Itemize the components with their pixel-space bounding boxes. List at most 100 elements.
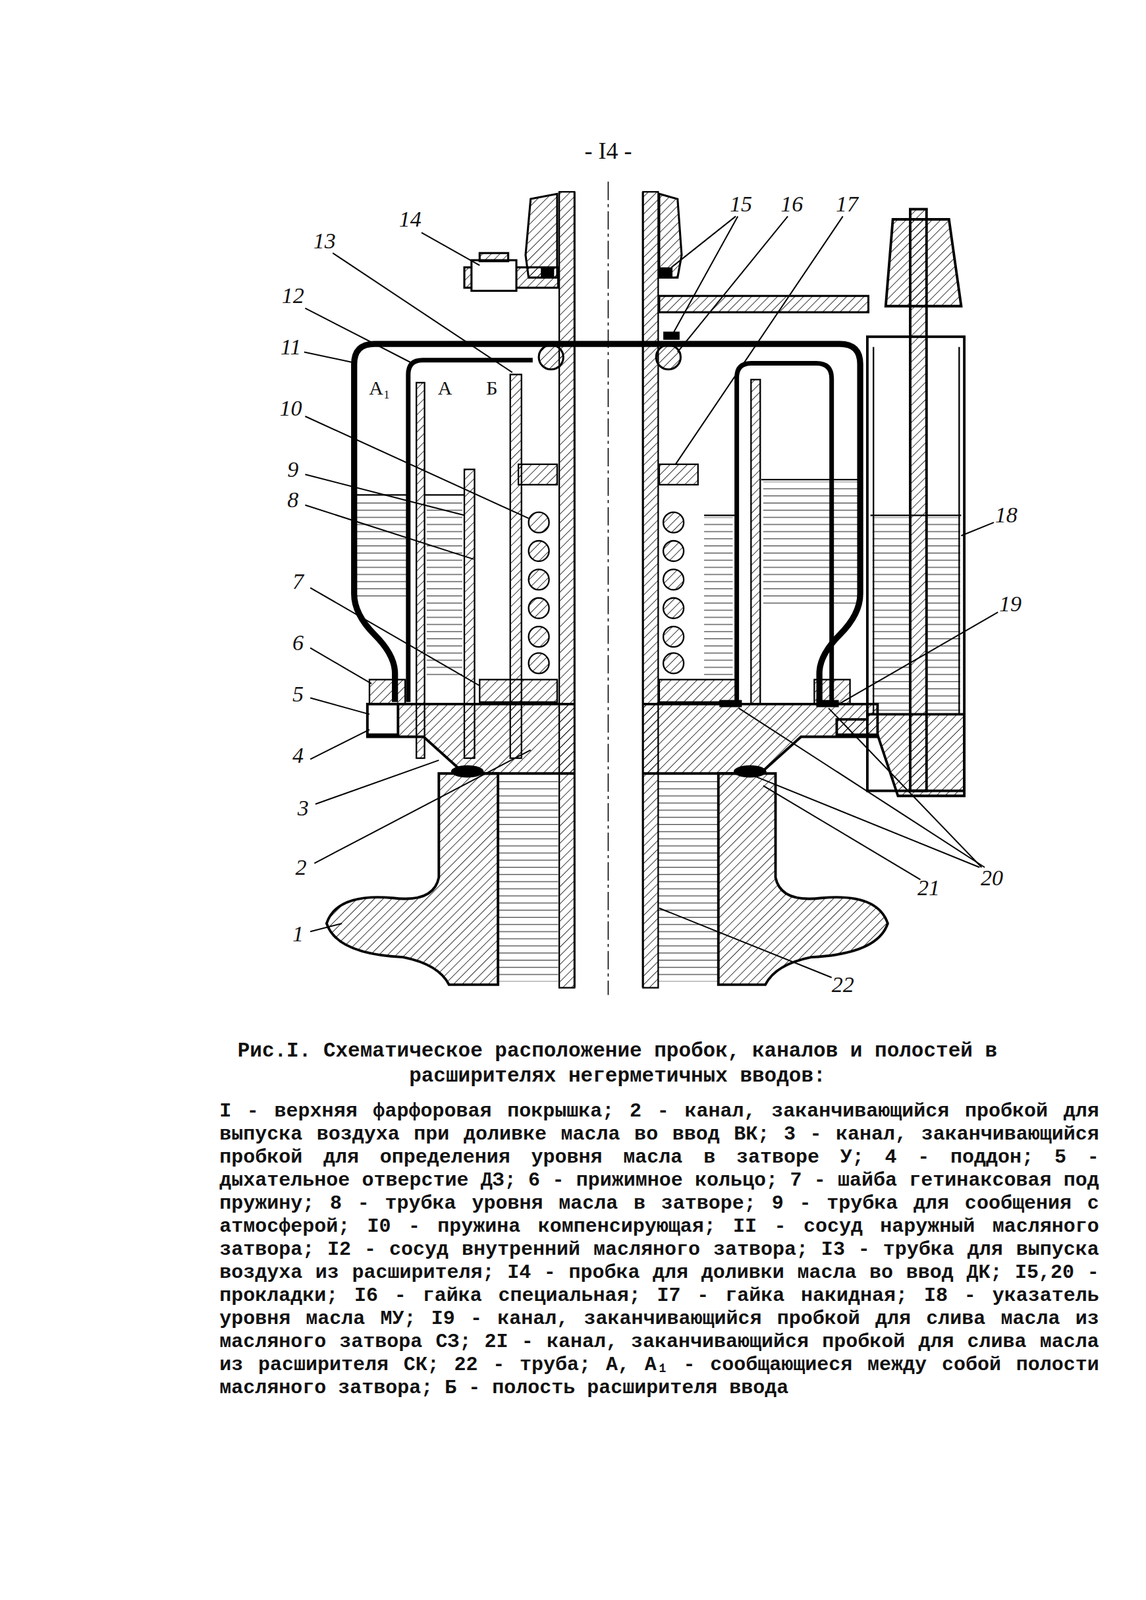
callout-number: 14	[399, 208, 422, 231]
callout-number: 11	[280, 335, 301, 359]
spring	[528, 540, 550, 562]
spring	[659, 464, 699, 485]
spring	[518, 464, 558, 485]
central-tube	[642, 191, 645, 988]
callout-number: 17	[835, 192, 859, 216]
leader-lines	[752, 775, 980, 867]
spring	[528, 626, 550, 647]
spring	[663, 540, 684, 562]
callout-number: 13	[313, 229, 336, 253]
oil	[356, 496, 407, 599]
cavity-letter: А	[437, 378, 453, 398]
nut	[525, 193, 558, 278]
tubes	[416, 382, 425, 759]
callout-number: 9	[287, 458, 299, 481]
tubes	[416, 374, 761, 759]
leader-lines	[310, 698, 370, 715]
tray	[367, 704, 398, 735]
oil-gauge	[910, 209, 927, 792]
callout-number: 10	[279, 397, 303, 420]
porcelain-cover	[718, 773, 888, 985]
gaskets	[451, 765, 485, 778]
oil	[763, 481, 861, 604]
tubes	[750, 379, 761, 705]
leader-lines	[675, 216, 844, 464]
central-tube	[559, 191, 575, 988]
porcelain-cover	[326, 773, 498, 985]
leader-lines	[421, 232, 480, 266]
spring	[663, 626, 684, 647]
central-tube	[642, 191, 658, 988]
leader-lines	[310, 648, 372, 684]
nut	[538, 345, 564, 370]
leader-lines	[304, 351, 353, 362]
central-tube	[559, 181, 658, 996]
callout-number: 21	[917, 876, 940, 900]
spring	[663, 512, 684, 533]
spring	[663, 569, 684, 590]
spring	[663, 598, 684, 619]
spring	[479, 679, 558, 703]
callout-number: 8	[287, 488, 299, 512]
oil	[657, 777, 718, 982]
outer-vessel	[354, 343, 861, 703]
spring	[369, 679, 406, 705]
leader-lines	[315, 760, 439, 805]
oil-level	[704, 514, 735, 516]
spring	[528, 652, 550, 674]
nut	[655, 345, 681, 370]
leader-lines	[304, 416, 529, 519]
callout-number: 3	[297, 796, 309, 820]
oil-gauge	[872, 347, 874, 715]
callout-number: 12	[281, 284, 305, 307]
spring	[369, 464, 851, 705]
page-number: - I4 -	[584, 138, 632, 163]
gaskets	[733, 765, 767, 778]
figure-caption: Рис.I. Схематическое расположение пробок…	[209, 1038, 1027, 1089]
central-tube	[607, 181, 610, 996]
callout-number: 20	[980, 866, 1004, 890]
spring	[659, 679, 737, 703]
spring	[528, 512, 550, 533]
legend-text: I - верхняя фарфоровая покрышка; 2 - кан…	[219, 1099, 1100, 1400]
callout-number: 5	[292, 682, 304, 706]
callout-number: 6	[292, 631, 304, 655]
leader-lines	[659, 908, 832, 978]
callout-number: 22	[831, 973, 855, 996]
nut	[659, 295, 869, 313]
leader-lines	[738, 708, 985, 868]
cavity-letter: А₁	[368, 378, 390, 398]
central-tube	[573, 191, 576, 988]
leader-lines	[671, 216, 736, 267]
gaskets	[663, 331, 680, 340]
leader-lines	[314, 750, 531, 864]
leader-lines	[310, 587, 480, 686]
leader-lines	[960, 522, 994, 536]
leader-lines	[673, 216, 739, 333]
spring	[528, 569, 550, 590]
callout-number: 15	[729, 192, 753, 216]
callout-number: 19	[999, 592, 1022, 616]
cavity-letter: Б	[486, 378, 498, 398]
oil	[426, 496, 463, 681]
oil	[927, 517, 961, 711]
leader-lines	[310, 923, 342, 932]
leader-lines	[332, 252, 513, 373]
leader-lines	[310, 729, 370, 760]
nut	[479, 252, 508, 261]
oil	[499, 777, 559, 982]
leader-lines	[677, 216, 788, 352]
leader-lines	[304, 505, 474, 560]
oil-level	[424, 493, 465, 496]
callout-number: 4	[292, 744, 304, 767]
callout-number: 1	[292, 922, 304, 946]
oil-gauge	[958, 347, 960, 715]
spring	[528, 598, 550, 619]
leader-lines	[763, 785, 921, 880]
leader-lines	[304, 216, 998, 978]
leader-lines	[304, 474, 465, 516]
callout-number: 16	[780, 192, 803, 216]
tubes	[464, 469, 475, 759]
spring	[663, 652, 684, 674]
